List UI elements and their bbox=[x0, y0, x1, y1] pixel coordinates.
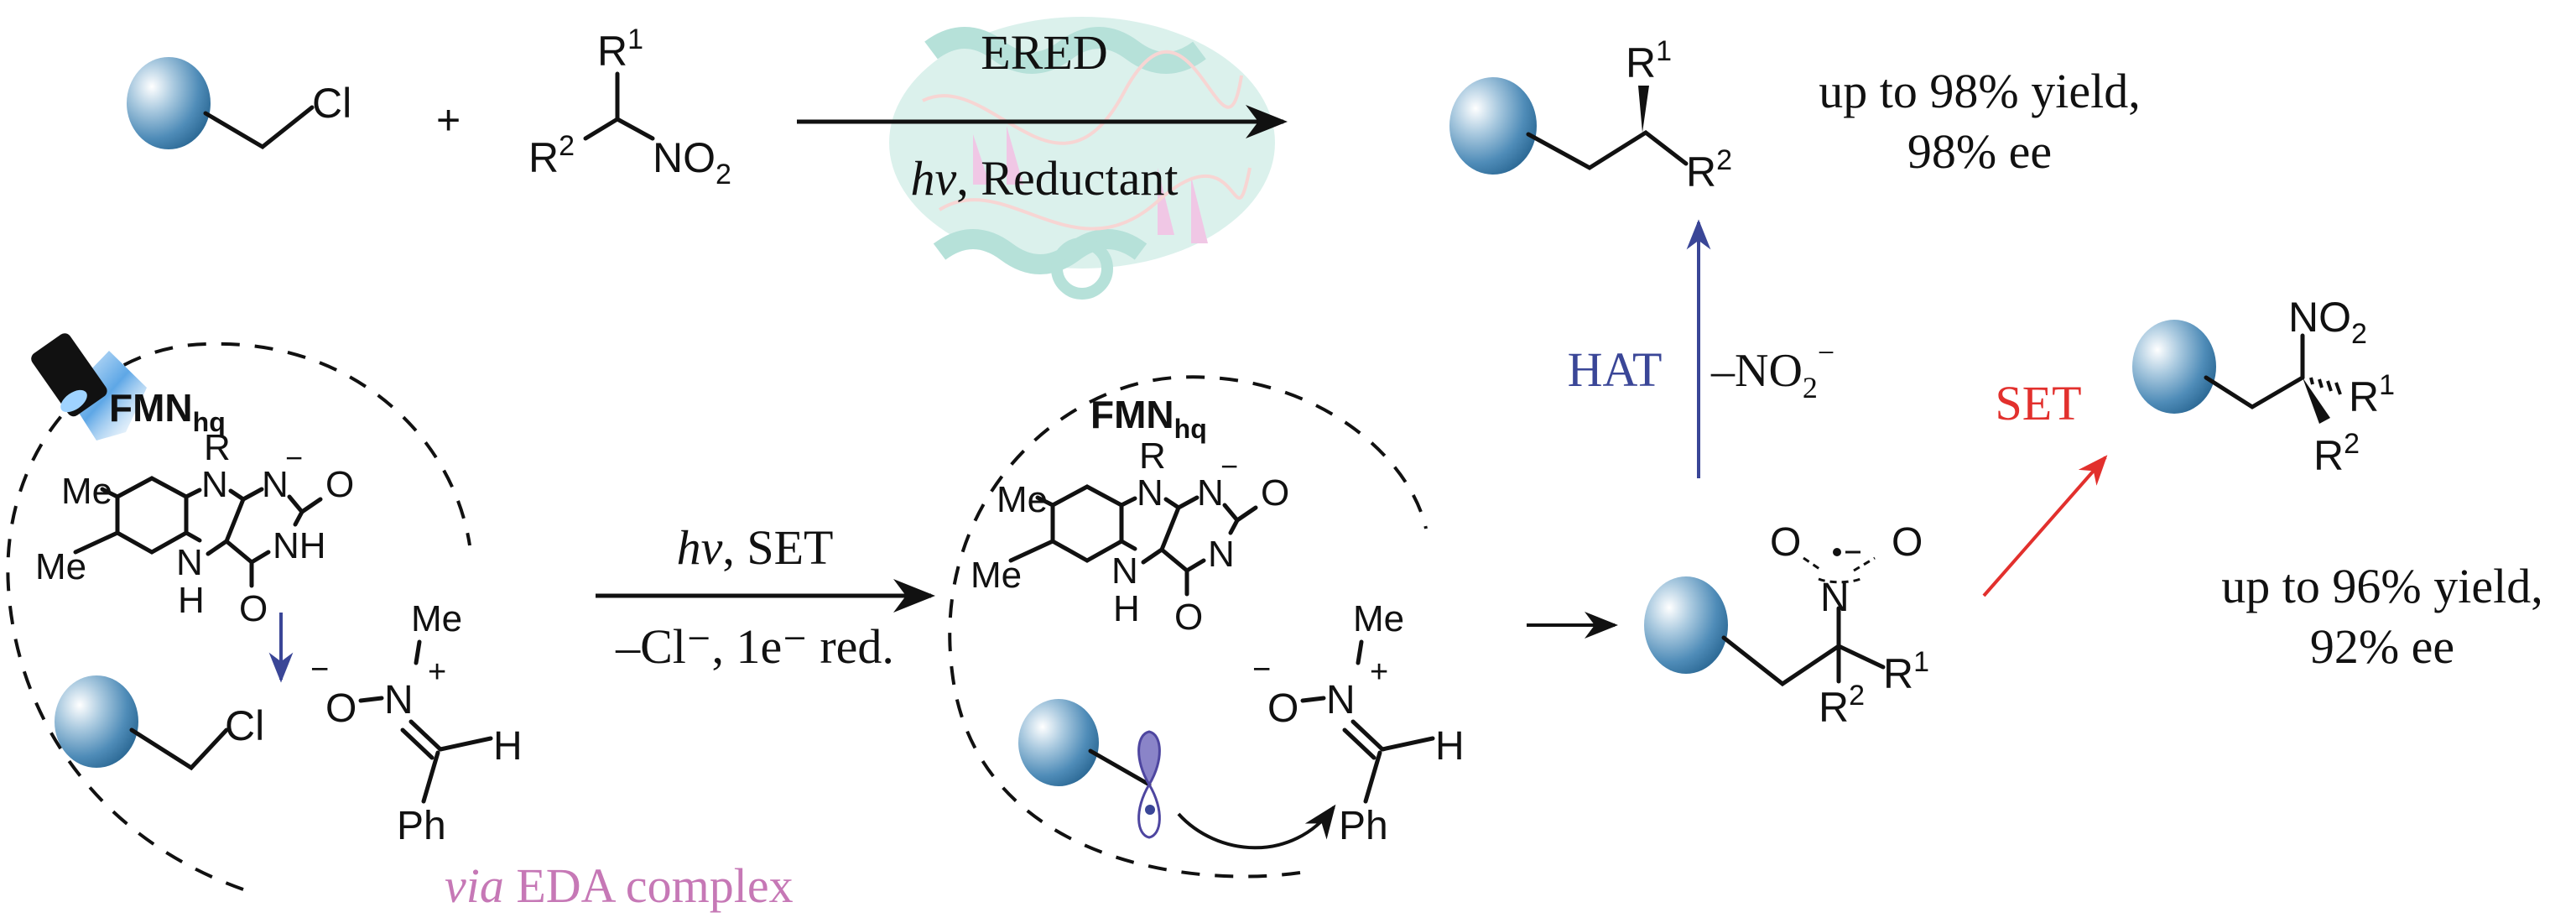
svg-text:+: + bbox=[1370, 654, 1388, 690]
set-product-bead bbox=[2132, 320, 2216, 414]
nitro-radical-anion-intermediate: N O O R1 R2 bbox=[1644, 520, 1929, 731]
svg-text:O: O bbox=[1174, 597, 1203, 638]
hat-label: HAT bbox=[1568, 342, 1663, 397]
ered-protein-image bbox=[889, 17, 1275, 300]
nitrone: Me − O N + H Ph bbox=[310, 598, 523, 848]
middle-arrow-below: –Cl⁻, 1e⁻ red. bbox=[615, 619, 894, 674]
leaving-group: Cl bbox=[225, 702, 264, 749]
r2-label: R2 bbox=[2313, 428, 2360, 479]
flavin-hydroquinone: Me Me N R N H N − O N O bbox=[971, 435, 1289, 638]
flavin-hydroquinone: Me Me N R N H N − O NH O bbox=[35, 427, 354, 629]
svg-text:H: H bbox=[1113, 588, 1140, 629]
complex-boundary bbox=[948, 375, 1428, 879]
radical-addition-arrow bbox=[1177, 804, 1336, 850]
svg-text:N: N bbox=[1208, 534, 1235, 575]
catalyst-label: ERED bbox=[981, 25, 1107, 80]
svg-text:Ph: Ph bbox=[397, 804, 446, 848]
set-product: NO2 R1 R2 bbox=[2132, 294, 2395, 479]
r2-label: R2 bbox=[1686, 144, 1732, 196]
svg-text:−: − bbox=[1220, 449, 1238, 483]
svg-text:O: O bbox=[1267, 686, 1298, 731]
light-source-icon bbox=[31, 333, 147, 441]
intermediate-bead bbox=[1644, 576, 1728, 674]
svg-text:−: − bbox=[285, 441, 303, 475]
eda-complex-left: FMNhq Me Me N R N H N − O NH O bbox=[6, 333, 523, 891]
svg-text:−: − bbox=[310, 652, 329, 687]
svg-text:N: N bbox=[1137, 472, 1163, 514]
product-bead bbox=[1449, 77, 1537, 175]
svg-text:O: O bbox=[325, 686, 356, 731]
svg-text:H: H bbox=[178, 580, 205, 621]
eda-caption: via EDA complex bbox=[445, 858, 794, 913]
svg-text:Me: Me bbox=[1353, 598, 1404, 639]
r2-label: R2 bbox=[1819, 680, 1865, 731]
svg-text:Ph: Ph bbox=[1339, 804, 1388, 848]
nitro-group: NO2 bbox=[2288, 294, 2367, 350]
substrate-bead bbox=[55, 675, 138, 768]
complex-boundary bbox=[6, 342, 471, 891]
nitrone: Me − O N + H Ph bbox=[1252, 598, 1465, 848]
svg-text:R: R bbox=[1139, 435, 1166, 477]
r2-label: R2 bbox=[528, 130, 575, 181]
substrate-bead bbox=[127, 57, 211, 149]
set-label: SET bbox=[1995, 376, 2081, 430]
set-yield-line2: 92% ee bbox=[2310, 619, 2454, 674]
fmn-label: FMNhq bbox=[109, 386, 226, 437]
reactant-nitroalkane: R1 R2 NO2 bbox=[528, 23, 731, 190]
svg-text:N: N bbox=[201, 464, 228, 505]
r1-label: R1 bbox=[1626, 35, 1672, 86]
hat-yield-line1: up to 98% yield, bbox=[1819, 64, 2140, 118]
svg-text:NH: NH bbox=[273, 525, 326, 566]
r1-label: R1 bbox=[1883, 646, 1929, 697]
svg-text:H: H bbox=[1435, 724, 1465, 769]
svg-text:Me: Me bbox=[411, 598, 462, 639]
set-yield-line1: up to 96% yield, bbox=[2221, 559, 2542, 613]
svg-text:O: O bbox=[239, 588, 268, 629]
svg-text:N: N bbox=[1197, 472, 1224, 514]
leaving-group: Cl bbox=[312, 80, 351, 127]
radical-bead bbox=[1018, 699, 1099, 786]
r1-label: R1 bbox=[597, 23, 643, 75]
nitrite-loss-label: –NO2− bbox=[1710, 336, 1834, 404]
fmn-label: FMNhq bbox=[1090, 393, 1207, 444]
svg-text:O: O bbox=[1261, 472, 1289, 514]
svg-text:N: N bbox=[384, 678, 414, 722]
svg-text:O: O bbox=[1892, 520, 1923, 565]
nitro-group: NO2 bbox=[653, 134, 731, 190]
svg-text:N: N bbox=[262, 464, 289, 505]
svg-text:N: N bbox=[1326, 678, 1356, 722]
svg-text:N: N bbox=[1111, 550, 1138, 592]
svg-text:−: − bbox=[1252, 652, 1271, 687]
r1-label: R1 bbox=[2349, 369, 2395, 420]
svg-text:R: R bbox=[204, 427, 231, 468]
conditions-label: hv, Reductant bbox=[911, 151, 1179, 206]
radical-complex: FMNhq Me Me N R N H N − O N O bbox=[948, 375, 1465, 879]
svg-text:O: O bbox=[325, 464, 354, 505]
hat-product: R1 R2 bbox=[1449, 35, 1732, 196]
svg-text:H: H bbox=[493, 724, 523, 769]
hat-yield-line2: 98% ee bbox=[1907, 124, 2052, 179]
reactant-alkyl-chloride: Cl bbox=[127, 57, 351, 150]
svg-text:+: + bbox=[428, 654, 446, 690]
svg-text:O: O bbox=[1770, 520, 1801, 565]
set-arrow bbox=[1982, 455, 2108, 597]
svg-text:N: N bbox=[176, 542, 203, 583]
middle-arrow-above: hv, SET bbox=[677, 520, 834, 575]
p-orbital-icon bbox=[1137, 730, 1161, 839]
plus-sign: + bbox=[436, 96, 461, 143]
